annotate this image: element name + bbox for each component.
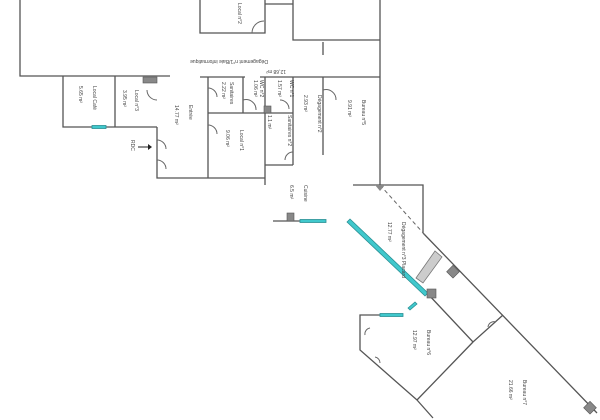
pillar <box>286 212 295 222</box>
room-name: Local n°2 <box>236 3 242 24</box>
room-name: Local Café <box>91 86 97 110</box>
room-area: 9.06 m² <box>224 130 230 147</box>
window <box>299 219 327 223</box>
room-name: Bureau n°6 <box>425 330 431 355</box>
room-area: 1.1 m² <box>266 115 272 130</box>
room-name: Bureau n°5 <box>360 100 366 125</box>
level-label: RDC <box>129 140 135 151</box>
room-name: Bureau n°7 <box>521 380 527 405</box>
room-area: 2.22 m² <box>220 82 226 99</box>
room-name: Sanitaires n°2 <box>286 115 292 146</box>
room-name: Sanitaires <box>228 82 234 105</box>
room-name: WC n°1 <box>288 80 294 97</box>
pillars <box>142 76 597 415</box>
room-name: Dégagement n°2 <box>316 95 322 133</box>
room-area: 12,68 m² <box>266 68 286 74</box>
room-area: 3.95 m² <box>121 90 127 107</box>
pillar <box>426 288 437 299</box>
room-name: Local n°3 <box>133 90 139 111</box>
placard <box>415 250 443 284</box>
room-area: 12.97 m² <box>411 330 417 350</box>
room-name: Dégagement n°1/Baie informatique <box>190 58 268 64</box>
room-area: 9.91 m² <box>346 100 352 117</box>
walls <box>19 0 598 419</box>
room-area: 1.57 m² <box>276 80 282 97</box>
door-swings <box>146 20 497 364</box>
room-name: Local n°1 <box>238 130 244 151</box>
room-area: 21.66 m² <box>507 380 513 400</box>
window <box>379 313 404 317</box>
room-name: Dégagement n°3 Placard <box>400 222 406 278</box>
pillar <box>375 185 385 191</box>
room-area: 5.65 m² <box>77 86 83 103</box>
room-area: 14.77 m² <box>173 105 179 125</box>
room-area: 1.06 m² <box>252 80 258 97</box>
window <box>407 301 418 311</box>
room-area: 12.77 m² <box>386 222 392 242</box>
pillar <box>446 264 460 279</box>
pillar <box>142 76 158 84</box>
pillar <box>583 400 597 415</box>
room-area: 2.93 m² <box>302 95 308 112</box>
windows <box>91 125 429 317</box>
window <box>91 125 107 129</box>
arrow-icon <box>138 144 152 150</box>
room-name: WC n°2 <box>258 80 264 97</box>
room-name: Entrée <box>187 105 193 120</box>
room-labels: Local n°2 Dégagement n°1/Baie informatiq… <box>77 3 527 405</box>
pillar <box>263 105 272 114</box>
room-name: Cuisine <box>302 185 308 202</box>
room-area: 6.5 m² <box>288 185 294 200</box>
